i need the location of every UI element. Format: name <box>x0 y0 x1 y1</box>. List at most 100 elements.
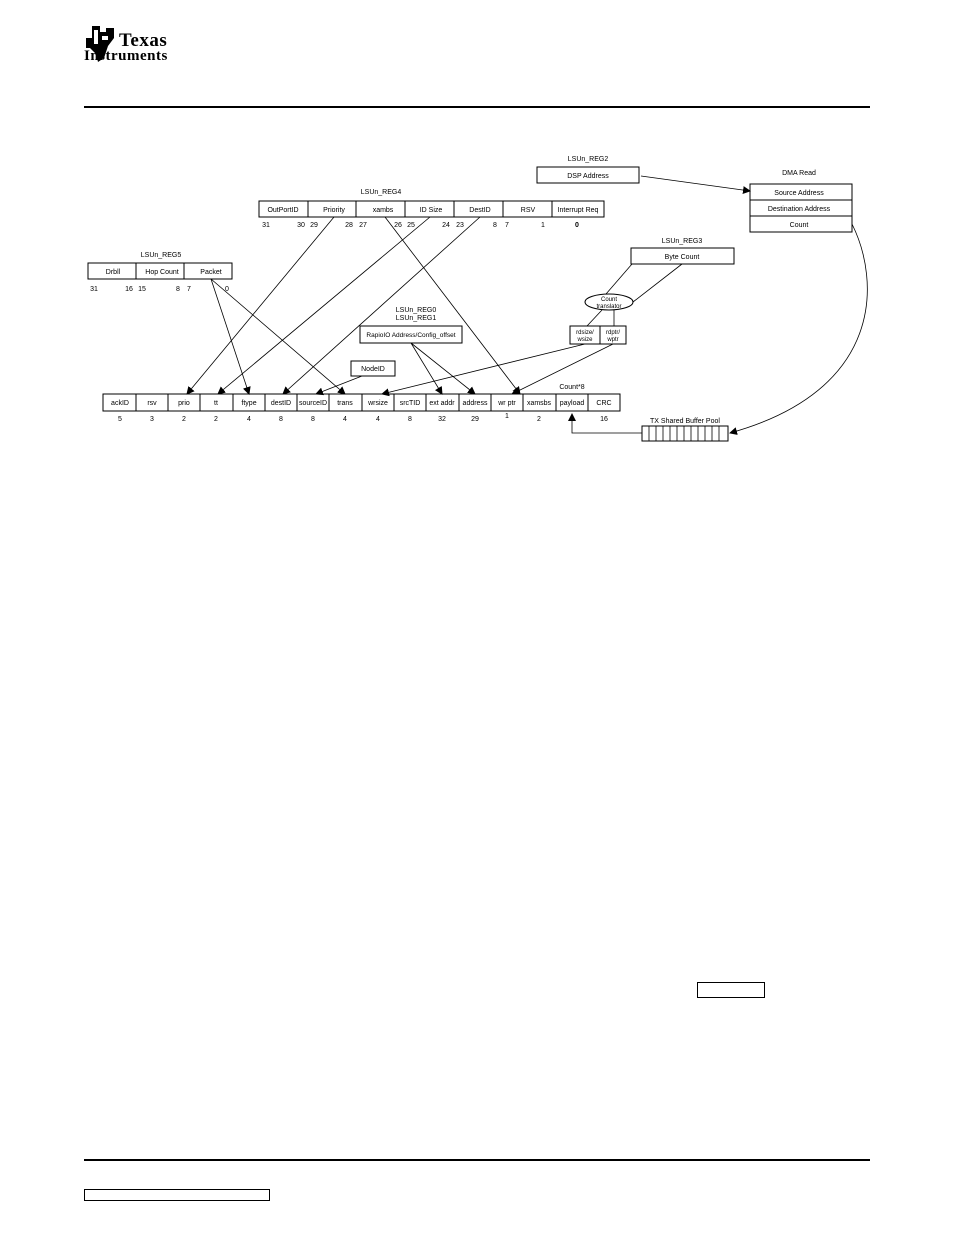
reg4-outportid: OutPortID <box>267 207 298 214</box>
reg5-bit: 0 <box>225 286 229 293</box>
reg4-bit: 25 <box>407 222 415 229</box>
reg5-packet: Packet <box>200 269 221 276</box>
reg4-bit: 8 <box>493 222 497 229</box>
dma-count: Count <box>790 222 809 229</box>
dma-title: DMA Read <box>782 170 816 177</box>
packet-field: CRC <box>596 400 611 407</box>
packet-width: 8 <box>311 416 315 423</box>
reg4-bit: 29 <box>310 222 318 229</box>
arrow-packet-to-ftype <box>210 278 251 395</box>
arrow-packet-to-trans <box>210 278 346 395</box>
reg0-label: LSUn_REG0 <box>396 307 437 314</box>
arrow-destid-to-destid <box>282 216 481 395</box>
reg4-xambs: xambs <box>373 207 394 214</box>
rdsize-line1: rdsize/ <box>576 330 594 336</box>
reg5-box <box>87 262 233 280</box>
reg3-box <box>630 247 735 265</box>
packet-field: ackID <box>111 400 129 407</box>
reg5-bit: 8 <box>176 286 180 293</box>
reg4-box <box>258 200 605 218</box>
logo-line-1: Texas <box>119 30 168 51</box>
tx-pool-slots <box>648 426 720 441</box>
bytecount-line <box>632 263 683 303</box>
reg5-bit: 7 <box>187 286 191 293</box>
packet-width: 1 <box>505 413 509 420</box>
packet-field: address <box>463 400 488 407</box>
reg5-bit: 15 <box>138 286 146 293</box>
reg1-label: LSUn_REG1 <box>396 315 437 322</box>
packet-field: prio <box>178 400 190 407</box>
footer-box <box>84 1189 270 1201</box>
ti-logo-icon <box>86 26 114 62</box>
packet-field: tt <box>214 400 218 407</box>
reg4-destid: DestID <box>469 207 490 214</box>
reg5-label: LSUn_REG5 <box>141 252 182 259</box>
tx-pool-label: TX Shared Buffer Pool <box>650 418 720 425</box>
reg5-bit: 16 <box>125 286 133 293</box>
packet-width: 4 <box>343 416 347 423</box>
packet-field: trans <box>337 400 353 407</box>
packet-field: payload <box>560 400 585 407</box>
dma-source: Source Address <box>774 190 824 197</box>
reg5-bit: 31 <box>90 286 98 293</box>
arrow-dma-to-pool <box>729 223 868 435</box>
arrow-addr-to-address <box>410 342 476 395</box>
reg4-bit: 30 <box>297 222 305 229</box>
reg4-bit: 27 <box>359 222 367 229</box>
arrow-addr-to-extaddr <box>410 342 443 395</box>
rdptr-line1: rdptr/ <box>606 330 620 336</box>
nodeid-label: NodeID <box>361 366 385 373</box>
packet-width: 29 <box>471 416 479 423</box>
arrow-priority-to-prio <box>186 216 335 395</box>
count-translator-line2: translator <box>596 304 621 310</box>
dma-dest: Destination Address <box>768 206 831 213</box>
arrow-idsize-to-tt <box>217 216 431 395</box>
packet-width: 2 <box>214 416 218 423</box>
packet-field: wrsize <box>367 400 388 407</box>
reg3-field: Byte Count <box>665 254 700 261</box>
packet-width: 16 <box>600 416 608 423</box>
arrow-rdsize-to-wrsize <box>381 343 586 397</box>
bytecount-line <box>605 263 633 295</box>
packet-width: 32 <box>438 416 446 423</box>
tx-pool-box <box>641 425 729 442</box>
arrow-pool-to-payload <box>568 413 642 434</box>
logo-line-2: Instruments <box>84 48 168 64</box>
rdptr-line2: wptr <box>606 337 618 343</box>
reg4-bit: 0 <box>575 222 579 229</box>
packet-width: 8 <box>279 416 283 423</box>
packet-width: 8 <box>408 416 412 423</box>
reg4-rsv: RSV <box>521 207 536 214</box>
translator-line <box>586 309 603 327</box>
reg4-bit: 26 <box>394 222 402 229</box>
packet-field: srcTID <box>400 400 421 407</box>
reg0-field: RapioIO Address/Config_offset <box>366 332 455 339</box>
ti-logo: Texas Instruments <box>84 24 204 66</box>
reg4-bit: 7 <box>505 222 509 229</box>
packet-width: 3 <box>150 416 154 423</box>
packet-field: sourceID <box>299 400 327 407</box>
packet-width: 2 <box>182 416 186 423</box>
arrow-dsp-to-source <box>640 175 751 195</box>
arrows <box>186 175 868 435</box>
reg4-idsize: ID Size <box>420 207 443 214</box>
packet-width: 4 <box>247 416 251 423</box>
reg3-label: LSUn_REG3 <box>662 238 703 245</box>
reg5-hopcount: Hop Count <box>145 269 179 276</box>
packet-width: 2 <box>537 416 541 423</box>
packet-field: ext addr <box>429 400 455 407</box>
count-translator-line1: Count <box>601 297 617 303</box>
reg4-interrupt: Interrupt Req <box>558 207 599 214</box>
count8-label: Count*8 <box>559 384 584 391</box>
packet-field: destID <box>271 400 291 407</box>
reg4-priority: Priority <box>323 207 345 214</box>
footer-rule <box>84 1159 870 1161</box>
packet-width: 4 <box>376 416 380 423</box>
reg4-bit: 31 <box>262 222 270 229</box>
packet-field: wr ptr <box>497 400 516 407</box>
reg2-label: LSUn_REG2 <box>568 156 609 163</box>
nodeid-box <box>350 360 396 377</box>
header-rule <box>84 106 870 108</box>
packet-field: rsv <box>147 400 157 407</box>
